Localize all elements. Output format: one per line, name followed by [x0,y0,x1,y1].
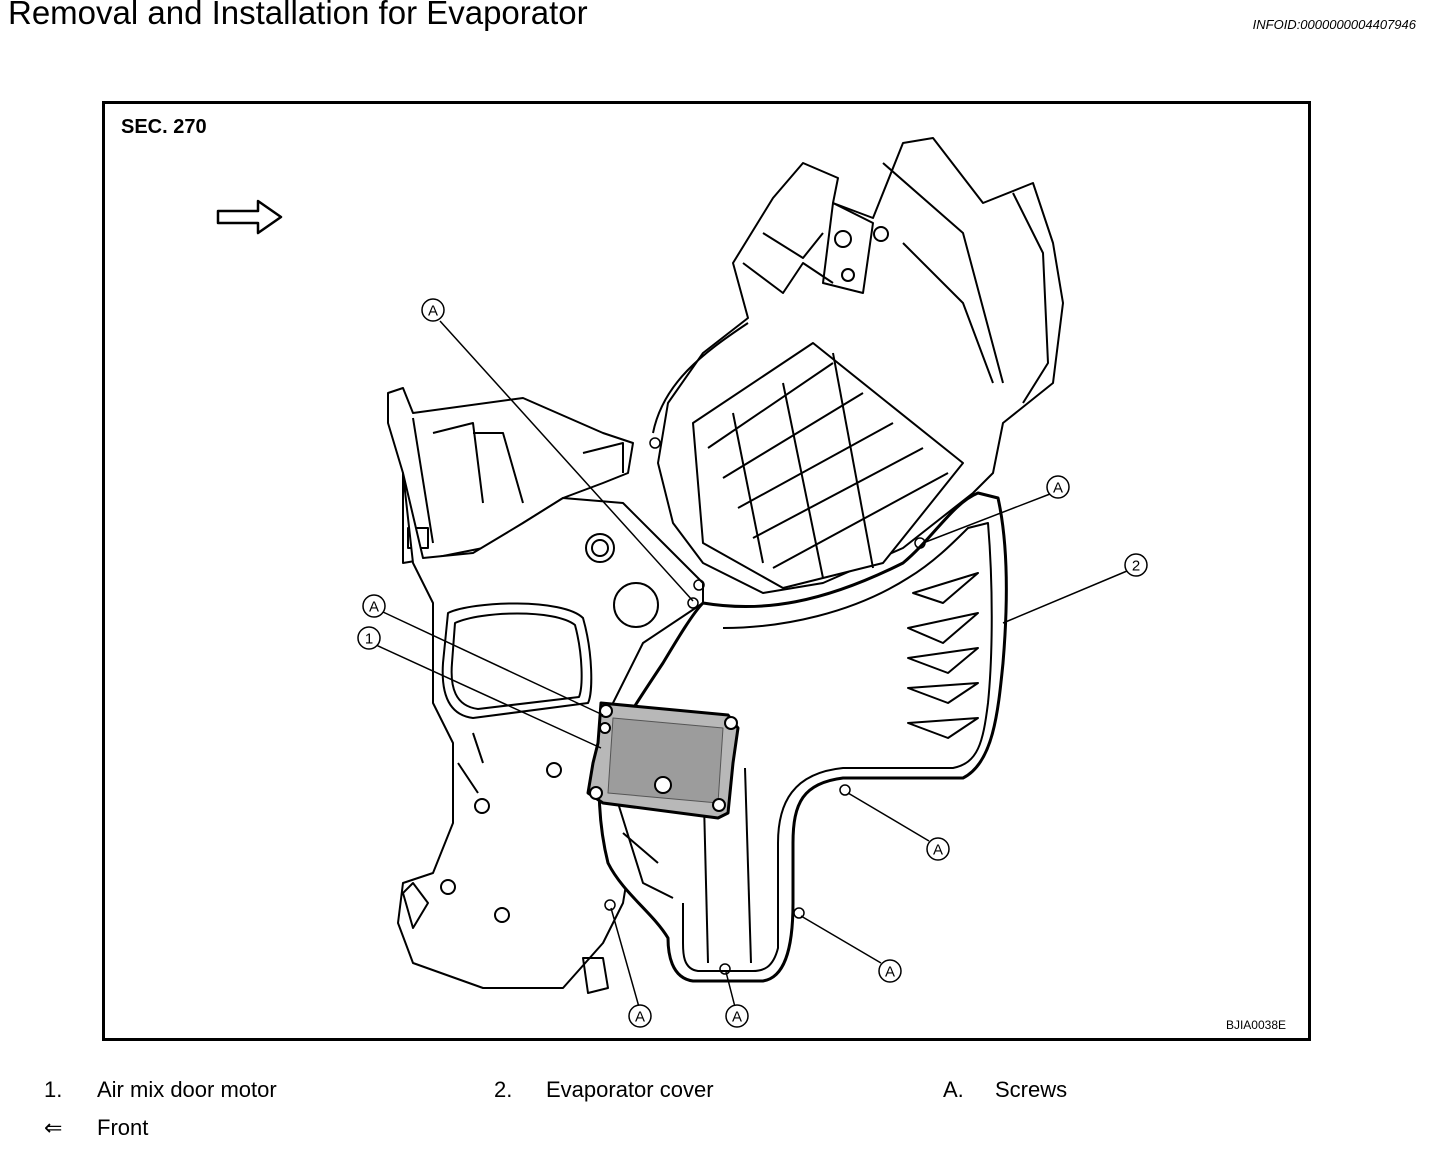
air-filter [692,342,964,589]
callout-a-right-mid [926,837,950,861]
leader-lines [375,320,1128,1008]
legend-a-key: A. [943,1077,964,1102]
callout-2-label: 2 [1132,558,1140,575]
callout-a-left-label: A [369,599,379,616]
callout-1-label: 1 [365,631,373,648]
legend-front-label: Front [97,1115,149,1140]
front-arrow-icon [216,199,283,235]
info-id: INFOID:0000000004407946 [1252,17,1416,32]
callout-a-right-upper-label: A [1053,480,1063,497]
callout-a-left [362,594,386,618]
callout-a-right-lower [878,959,902,983]
legend-2-key: 2. [494,1077,513,1102]
evaporator-diagram: A A 2 A 1 A A A A [216,137,1148,1028]
callout-a-bottom-mid-label: A [732,1009,742,1026]
callout-a-right-mid-label: A [933,842,943,859]
legend-a-label: Screws [995,1077,1068,1102]
callout-a-top [421,298,445,322]
legend-front-key: ⇐ [44,1115,63,1140]
callout-a-bottom-left [628,1004,652,1028]
side-vent [441,602,593,719]
callout-1 [357,626,381,650]
legend-2-label: Evaporator cover [546,1077,714,1102]
callout-a-top-label: A [428,303,438,320]
callout-a-bottom-mid [725,1004,749,1028]
callout-2 [1124,553,1148,577]
legend-1-key: 1. [44,1077,63,1102]
figure-code: BJIA0038E [1225,1018,1286,1032]
callout-a-bottom-left-label: A [635,1009,645,1026]
callouts [357,298,1148,1028]
diagram-frame: SEC. 270 [102,101,1311,1041]
page-title: Removal and Installation for Evaporator [8,0,588,31]
callout-a-right-upper [1046,475,1070,499]
upper-duct [387,387,634,564]
callout-a-right-lower-label: A [885,964,895,981]
screw-heads [604,437,926,975]
legend-1-label: Air mix door motor [97,1077,277,1102]
section-label: SEC. 270 [121,116,207,138]
